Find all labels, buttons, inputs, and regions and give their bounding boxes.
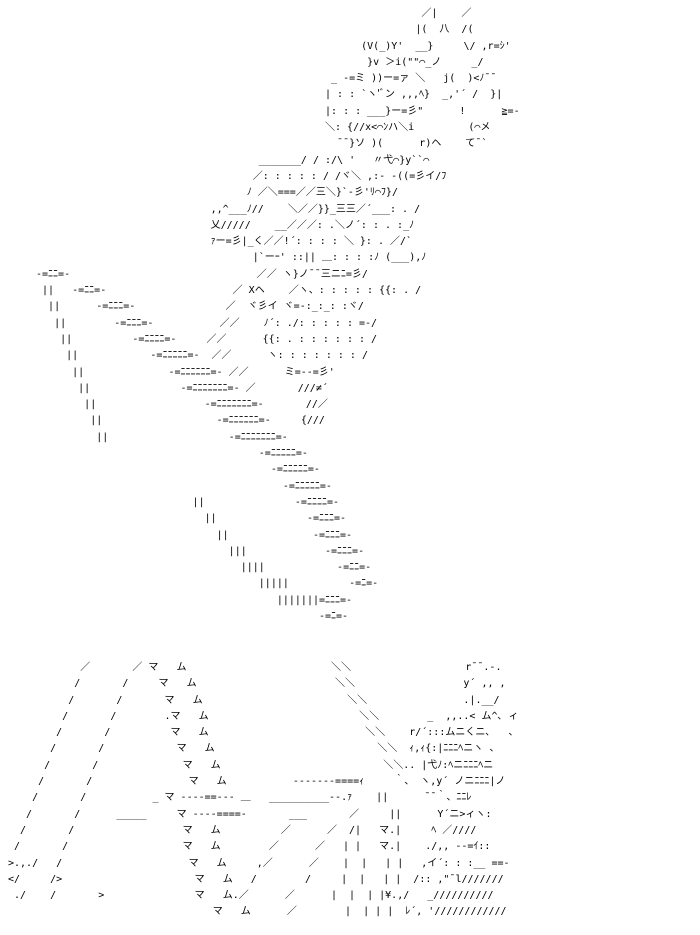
ascii-art-bottom-scene: ／ ／ マ ム ＼＼ r¯¯.-. / / マ ム ＼＼ y´ ,, , / /… xyxy=(8,662,519,918)
ascii-art-top-scene: ／| ／ |( 八 /( (V(_)Y' __} \/ ,r=ｼ' xyxy=(36,8,520,622)
